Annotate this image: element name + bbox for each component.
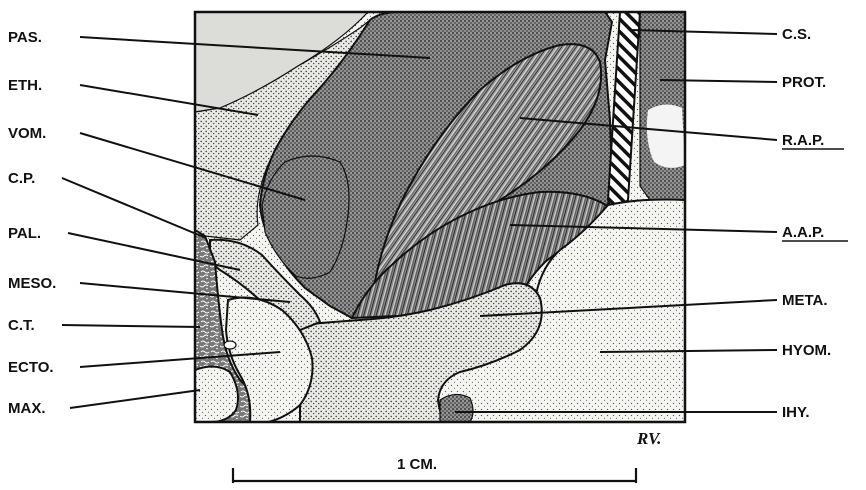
label-rap: R.A.P. bbox=[782, 132, 824, 149]
ihy-bone bbox=[440, 394, 473, 422]
label-hyom: HYOM. bbox=[782, 342, 831, 359]
dissection-drawing bbox=[195, 12, 685, 422]
label-vom: VOM. bbox=[8, 125, 46, 142]
label-aap: A.A.P. bbox=[782, 224, 824, 241]
leader-ct bbox=[62, 325, 200, 327]
prot-highlight bbox=[647, 104, 685, 167]
leader-max bbox=[70, 390, 200, 408]
label-pas: PAS. bbox=[8, 29, 42, 46]
right-labels: C.S. PROT. R.A.P. A.A.P. META. HYOM. IHY… bbox=[782, 26, 848, 421]
label-meta: META. bbox=[782, 292, 828, 309]
leader-cp bbox=[62, 178, 206, 238]
label-prot: PROT. bbox=[782, 74, 826, 91]
left-labels: PAS. ETH. VOM. C.P. PAL. MESO. C.T. ECTO… bbox=[8, 29, 56, 417]
scale-bar: 1 CM. bbox=[233, 456, 636, 483]
scale-bar-label: 1 CM. bbox=[397, 456, 437, 473]
label-meso: MESO. bbox=[8, 275, 56, 292]
label-ct: C.T. bbox=[8, 317, 35, 334]
label-pal: PAL. bbox=[8, 225, 41, 242]
label-cp: C.P. bbox=[8, 170, 35, 187]
label-max: MAX. bbox=[8, 400, 46, 417]
artist-signature: RV. bbox=[636, 429, 661, 448]
label-ecto: ECTO. bbox=[8, 359, 54, 376]
label-eth: ETH. bbox=[8, 77, 42, 94]
maxilla-region bbox=[195, 366, 238, 422]
label-ihy: IHY. bbox=[782, 404, 810, 421]
ct-pore bbox=[224, 341, 236, 349]
label-cs: C.S. bbox=[782, 26, 811, 43]
